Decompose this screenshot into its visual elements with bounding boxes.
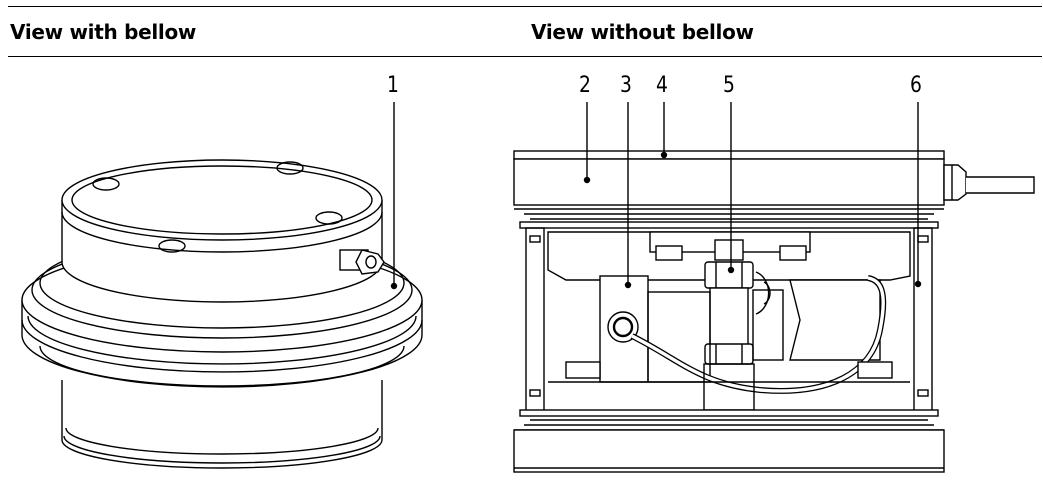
- heading-without-bellow: View without bellow: [531, 20, 754, 44]
- callout-4: 4: [656, 73, 668, 98]
- callout-5: 5: [723, 73, 735, 98]
- no-bellow-view-drawing: [513, 102, 1035, 473]
- callout-1: 1: [387, 73, 399, 98]
- bellow-view-drawing: [21, 102, 423, 469]
- callout-6: 6: [910, 73, 922, 98]
- top-rule: [8, 6, 1042, 7]
- heading-with-bellow: View with bellow: [10, 20, 197, 44]
- callout-3: 3: [620, 73, 632, 98]
- callout-2: 2: [579, 73, 591, 98]
- header-rule: [8, 56, 1042, 57]
